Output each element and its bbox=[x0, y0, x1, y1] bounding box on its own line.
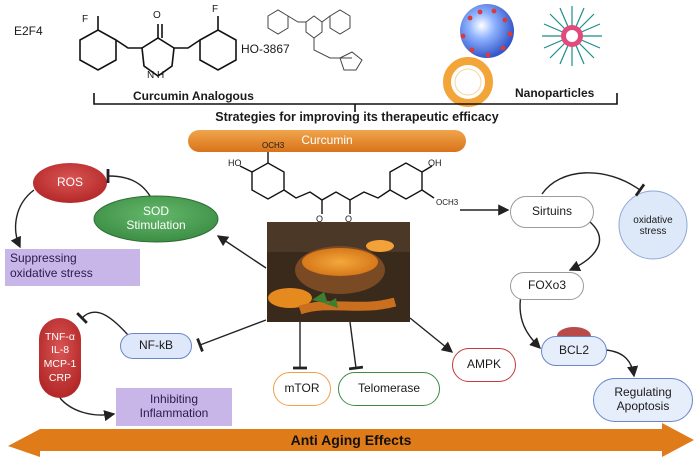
turmeric-photo bbox=[267, 222, 410, 322]
curcumin-bar bbox=[188, 130, 466, 152]
fluorine-label-right: F bbox=[212, 4, 219, 15]
e2f4-molecule bbox=[79, 16, 237, 77]
anti-aging-arrow-shape bbox=[8, 423, 694, 457]
oxidative-circle-shape bbox=[618, 190, 688, 260]
suppressing-node: Suppressing oxidative stress bbox=[10, 251, 93, 280]
suppress-box-shape bbox=[5, 249, 140, 286]
sod-node: SOD Stimulation bbox=[126, 204, 186, 232]
curcumin-molecule bbox=[239, 152, 435, 214]
ho3867-label: HO-3867 bbox=[241, 42, 290, 56]
sirtuins-node: Sirtuins bbox=[510, 196, 594, 228]
inhibit-box-shape bbox=[116, 388, 232, 426]
bcl2-node: BCL2 bbox=[541, 336, 607, 366]
ho-label-left: HO bbox=[228, 158, 242, 168]
bcl2-cap bbox=[557, 327, 591, 336]
oxygen-label: O bbox=[153, 10, 161, 21]
ros-oval-shape bbox=[33, 163, 107, 203]
strategies-title: Strategies for improving its therapeutic… bbox=[215, 110, 499, 124]
foxo3-node: FOXo3 bbox=[510, 272, 584, 300]
ros-node: ROS bbox=[56, 175, 83, 190]
oh-label-right: OH bbox=[428, 158, 442, 168]
cytokine-pill-shape bbox=[39, 318, 81, 398]
e2f4-label: E2F4 bbox=[14, 24, 43, 38]
ampk-node: AMPK bbox=[452, 348, 516, 382]
sod-oval-shape bbox=[93, 195, 219, 243]
cytokines-node: TNF-α IL-8 MCP-1 CRP bbox=[43, 330, 77, 384]
regulating-node: Regulating Apoptosis bbox=[593, 378, 693, 422]
curcumin-bar-label: Curcumin bbox=[301, 133, 353, 148]
anti-aging-label: Anti Aging Effects bbox=[290, 431, 412, 448]
o-label-1: O bbox=[316, 214, 324, 224]
oxidative-stress-node: oxidative stress bbox=[633, 214, 673, 238]
o-label-2: O bbox=[345, 214, 353, 224]
ho3867-molecule bbox=[267, 9, 363, 71]
mtor-node: mTOR bbox=[273, 372, 331, 406]
inhibiting-node: Inhibiting Inflammation bbox=[139, 392, 209, 420]
curcumin-analogous-label: Curcumin Analogous bbox=[133, 89, 254, 103]
fluorine-label-left: F bbox=[82, 14, 89, 25]
nfkb-node: NF-kB bbox=[120, 333, 192, 359]
telomerase-node: Telomerase bbox=[338, 372, 440, 406]
och3-label-right: OCH3 bbox=[436, 198, 459, 207]
nanoparticle-shapes bbox=[443, 4, 602, 107]
nh-label: N H bbox=[147, 70, 165, 81]
och3-label-left: OCH3 bbox=[262, 141, 285, 150]
nanoparticles-label: Nanoparticles bbox=[515, 86, 595, 100]
